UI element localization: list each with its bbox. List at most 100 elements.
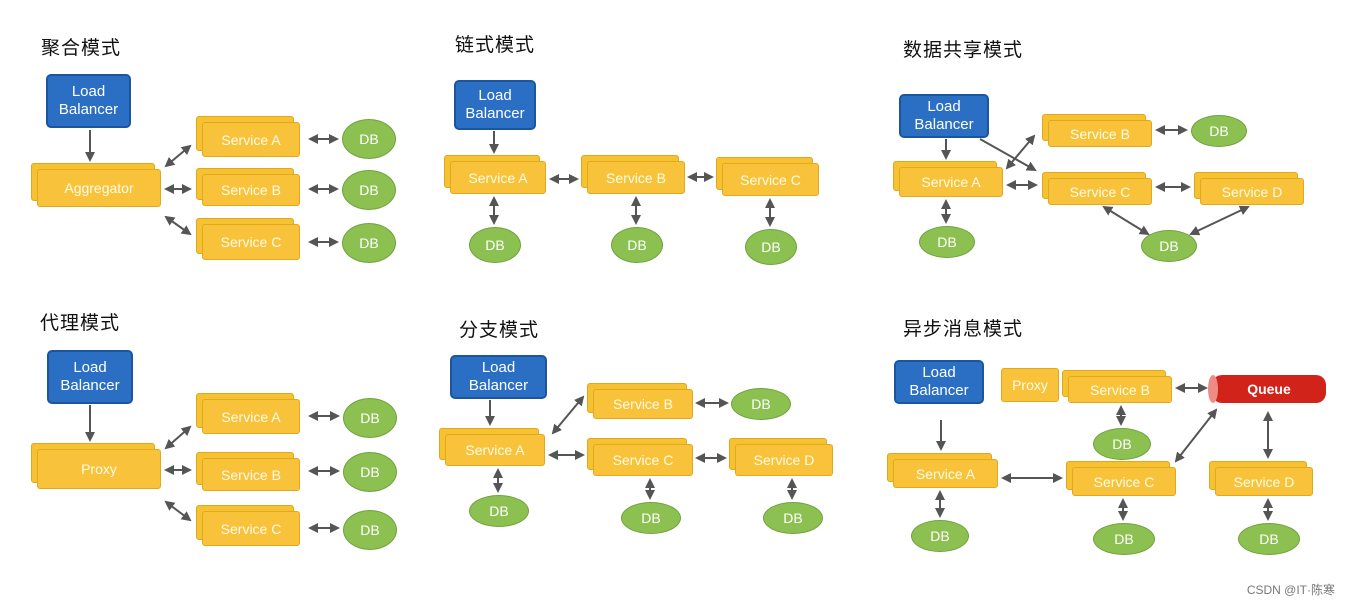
db-node: DB xyxy=(1238,523,1300,555)
service-a-node: Service A xyxy=(887,453,998,488)
arrow xyxy=(1174,408,1218,463)
arrow xyxy=(1102,205,1150,236)
service-a-node: Service A xyxy=(444,155,546,194)
service-d-label: Service D xyxy=(735,444,833,476)
load-balancer: Load Balancer xyxy=(899,94,989,138)
service-c-label: Service C xyxy=(722,163,819,196)
title-shared-data-pattern: 数据共享模式 xyxy=(903,39,1024,61)
service-d-node: Service D xyxy=(1194,172,1304,205)
service-c-label: Service C xyxy=(202,511,300,546)
service-c-node: Service C xyxy=(196,505,300,546)
load-balancer-line1: Load xyxy=(71,83,106,100)
arrow xyxy=(164,144,192,168)
service-c-label: Service C xyxy=(593,444,693,476)
service-b-node: Service B xyxy=(581,155,685,194)
load-balancer-line1: Load xyxy=(922,364,956,381)
service-a-label: Service A xyxy=(202,122,300,157)
service-b-label: Service B xyxy=(1068,376,1172,403)
service-b-node: Service B xyxy=(587,383,693,419)
proxy-node: Proxy xyxy=(1001,368,1059,402)
db-node: DB xyxy=(611,227,663,263)
db-node: DB xyxy=(342,119,396,159)
db-node: DB xyxy=(343,452,397,492)
service-b-node: Service B xyxy=(1042,114,1152,147)
load-balancer: Load Balancer xyxy=(450,355,547,399)
service-c-label: Service C xyxy=(1048,178,1152,205)
service-a-label: Service A xyxy=(450,161,546,194)
service-b-node: Service B xyxy=(196,452,300,491)
db-node: DB xyxy=(343,510,397,550)
db-node: DB xyxy=(343,398,397,438)
db-node: DB xyxy=(621,502,681,534)
db-node: DB xyxy=(469,495,529,527)
load-balancer-line1: Load xyxy=(481,359,516,376)
service-b-label: Service B xyxy=(202,458,300,491)
aggregator-label: Aggregator xyxy=(37,169,161,207)
load-balancer-line2: Balancer xyxy=(465,105,525,122)
db-node: DB xyxy=(1191,115,1247,147)
load-balancer-line2: Balancer xyxy=(468,377,529,394)
service-b-node: Service B xyxy=(1062,370,1172,403)
db-node: DB xyxy=(919,226,975,258)
service-c-label: Service C xyxy=(202,224,300,260)
db-node: DB xyxy=(1093,523,1155,555)
arrow xyxy=(164,215,192,236)
db-node: DB xyxy=(469,227,521,263)
title-branch-pattern: 分支模式 xyxy=(459,319,540,341)
load-balancer-line2: Balancer xyxy=(909,382,969,399)
load-balancer: Load Balancer xyxy=(46,74,131,128)
load-balancer-line2: Balancer xyxy=(58,101,119,118)
load-balancer-line1: Load xyxy=(478,87,512,104)
db-node: DB xyxy=(1093,428,1151,460)
service-b-label: Service B xyxy=(587,161,685,194)
service-a-node: Service A xyxy=(439,428,545,466)
service-b-label: Service B xyxy=(202,174,300,206)
service-a-label: Service A xyxy=(202,399,300,434)
service-d-node: Service D xyxy=(1209,461,1313,496)
service-a-label: Service A xyxy=(893,459,998,488)
service-b-node: Service B xyxy=(196,168,300,206)
service-c-node: Service C xyxy=(1066,461,1176,496)
aggregator-node: Aggregator xyxy=(31,163,161,207)
db-node: DB xyxy=(763,502,823,534)
load-balancer-line1: Load xyxy=(927,98,961,115)
db-node: DB xyxy=(1141,230,1197,262)
db-node: DB xyxy=(911,520,969,552)
db-node: DB xyxy=(342,223,396,263)
service-a-node: Service A xyxy=(196,393,300,434)
title-proxy-pattern: 代理模式 xyxy=(40,312,121,334)
service-d-node: Service D xyxy=(729,438,833,476)
load-balancer-line2: Balancer xyxy=(914,116,974,133)
load-balancer-line2: Balancer xyxy=(60,377,120,394)
db-node: DB xyxy=(342,170,396,210)
service-c-node: Service C xyxy=(716,157,819,196)
service-c-label: Service C xyxy=(1072,467,1176,496)
arrow xyxy=(1189,205,1250,236)
arrow xyxy=(164,425,192,450)
message-queue: Queue xyxy=(1208,375,1326,403)
service-d-label: Service D xyxy=(1200,178,1304,205)
title-aggregator-pattern: 聚合模式 xyxy=(41,37,122,59)
watermark-text: CSDN @IT·陈寒 xyxy=(1246,583,1335,597)
service-d-label: Service D xyxy=(1215,467,1313,496)
service-b-label: Service B xyxy=(1048,120,1152,147)
service-b-label: Service B xyxy=(593,389,693,419)
arrow xyxy=(1005,134,1036,170)
load-balancer-line1: Load xyxy=(73,359,107,376)
service-a-node: Service A xyxy=(893,161,1003,197)
service-a-node: Service A xyxy=(196,116,300,157)
service-c-node: Service C xyxy=(196,218,300,260)
db-node: DB xyxy=(731,388,791,420)
service-a-label: Service A xyxy=(445,434,545,466)
load-balancer: Load Balancer xyxy=(47,350,133,404)
load-balancer: Load Balancer xyxy=(454,80,536,130)
service-a-label: Service A xyxy=(899,167,1003,197)
proxy-label: Proxy xyxy=(37,449,161,489)
title-chain-pattern: 链式模式 xyxy=(455,34,536,56)
proxy-node: Proxy xyxy=(31,443,161,489)
arrow xyxy=(164,500,192,522)
service-c-node: Service C xyxy=(587,438,693,476)
db-node: DB xyxy=(745,229,797,265)
